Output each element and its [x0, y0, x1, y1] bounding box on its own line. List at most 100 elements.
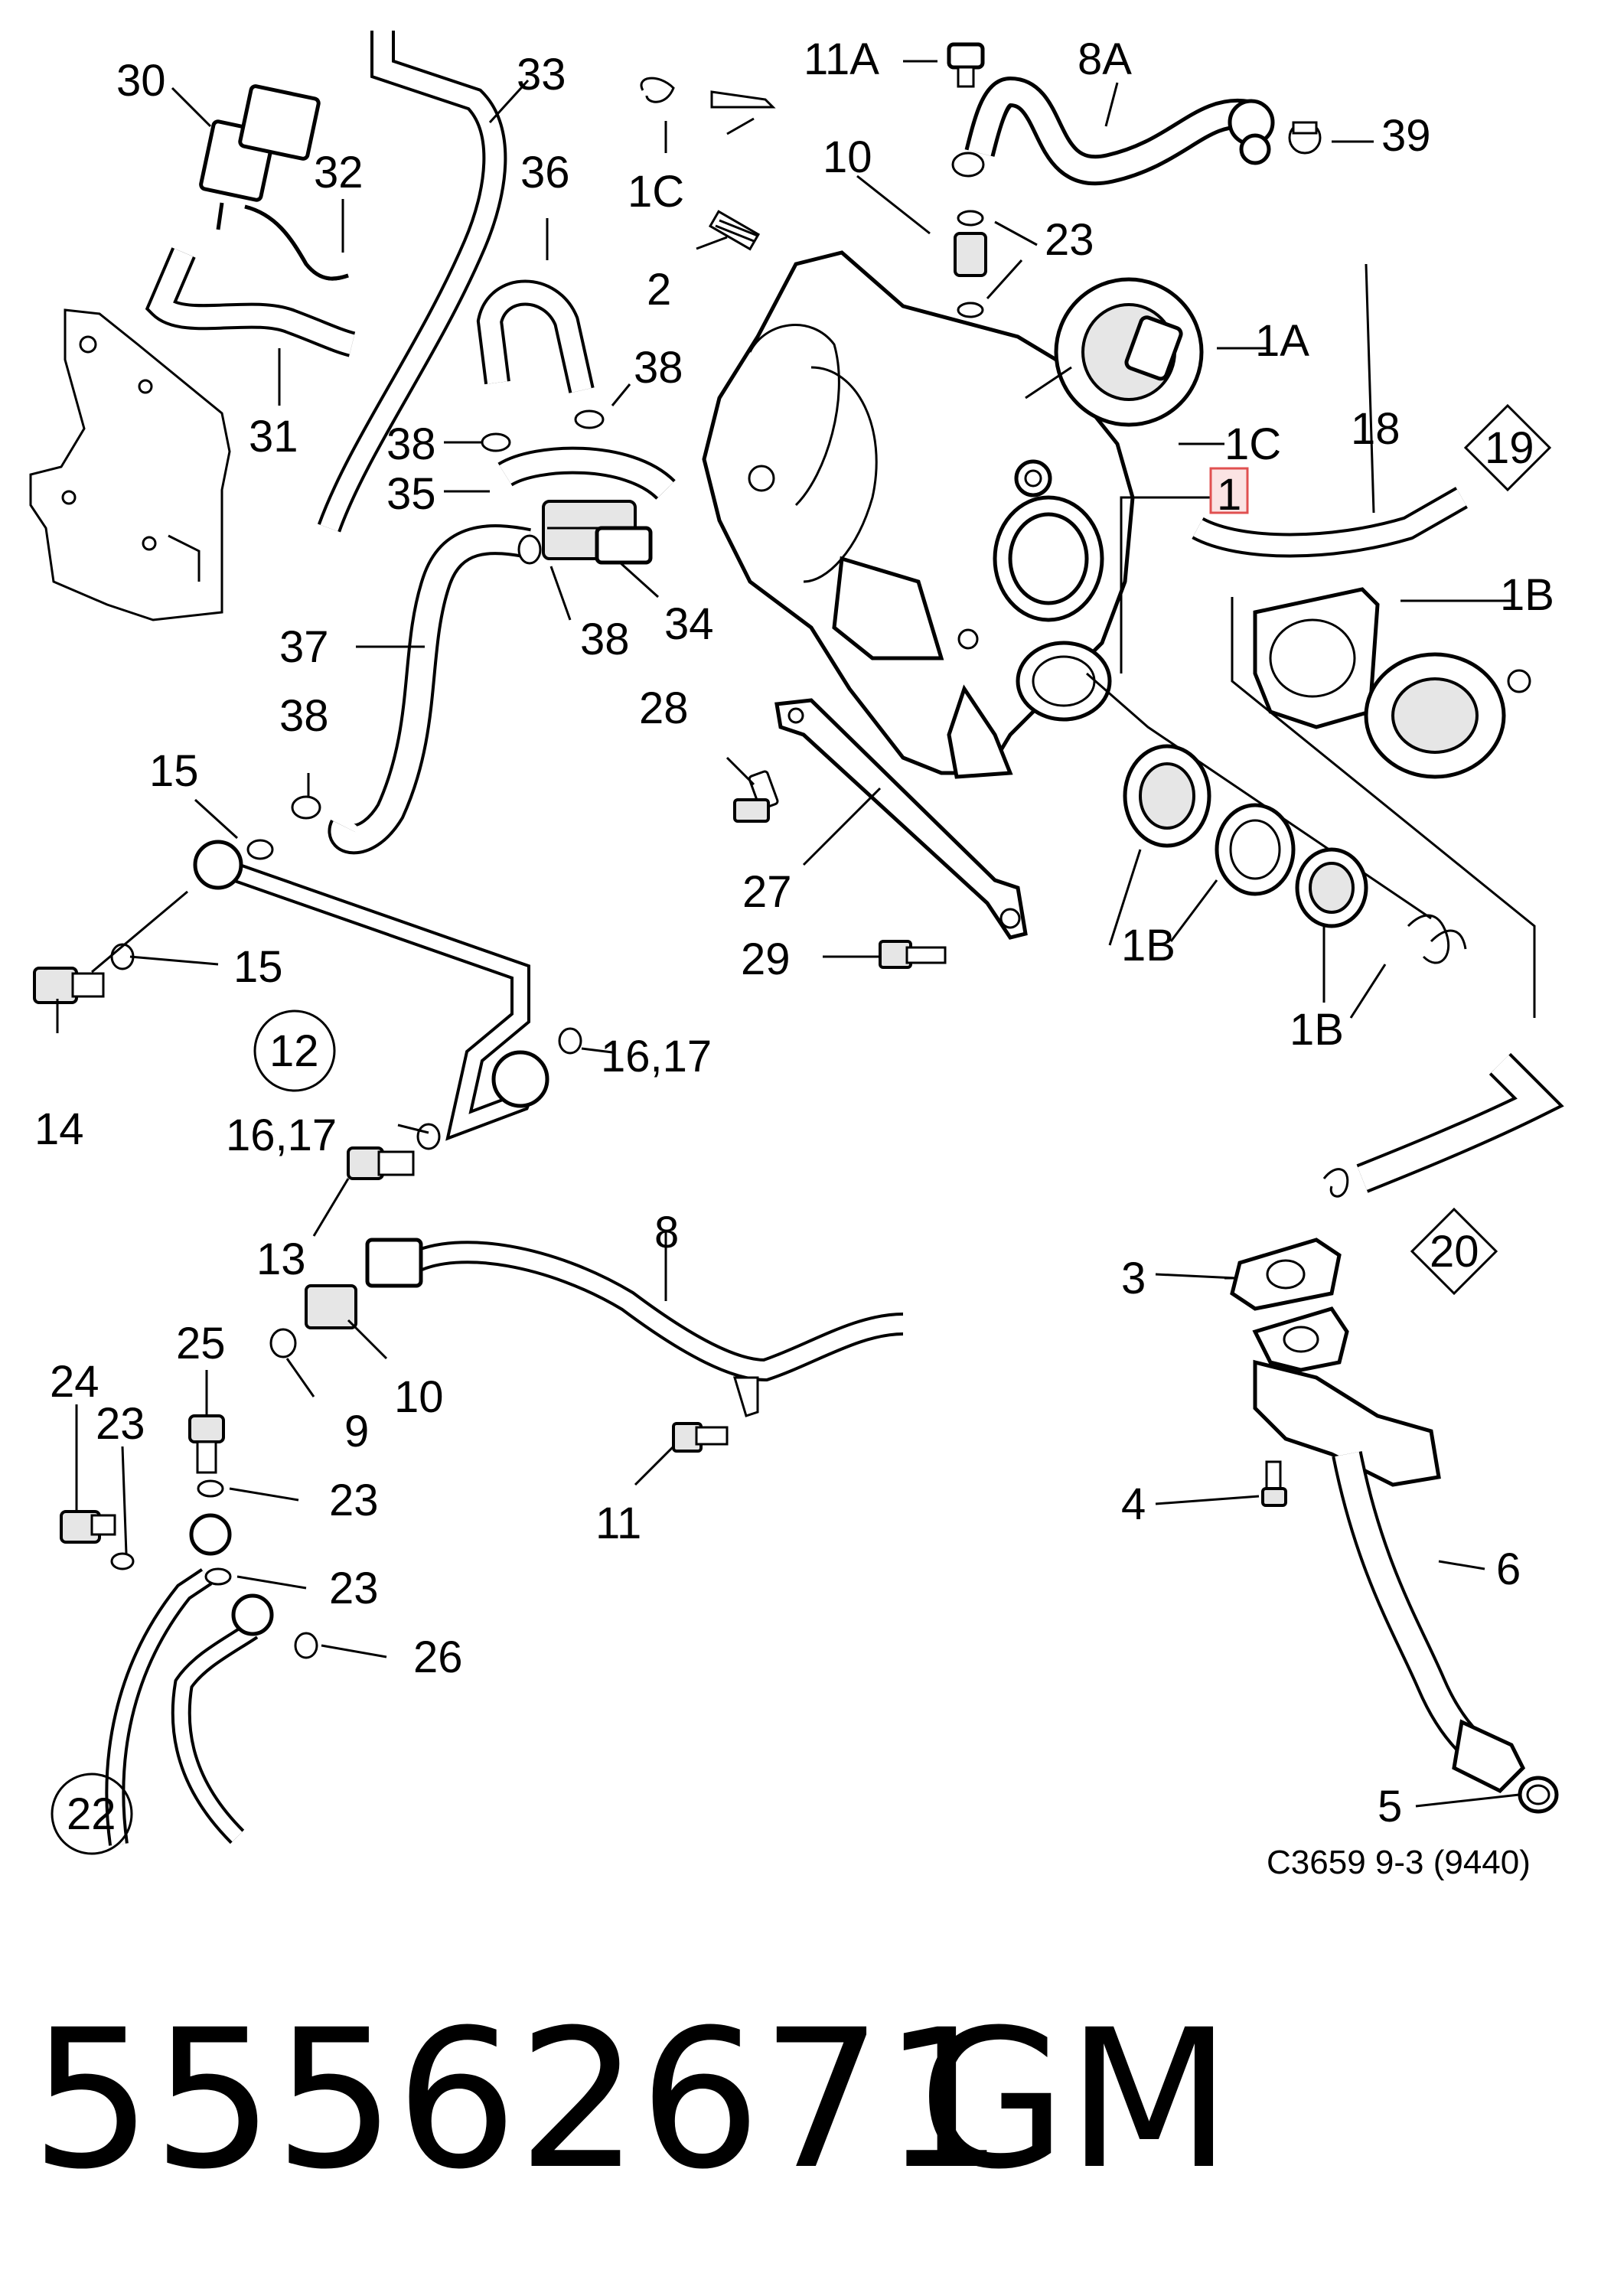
callout-23-b: 23	[96, 1399, 145, 1449]
diamond-20	[1410, 1207, 1498, 1296]
bracket-27	[774, 698, 1028, 940]
callout-9: 9	[344, 1407, 369, 1456]
oil-pipe-12	[193, 840, 549, 1141]
callout-38-d: 38	[279, 691, 329, 741]
callout-35: 35	[386, 469, 436, 519]
brand-label: GM	[918, 1988, 1231, 2211]
callout-15-a: 15	[149, 746, 199, 796]
callout-13: 13	[256, 1234, 306, 1284]
oil-pipe-22	[105, 1513, 274, 1846]
callout-24: 24	[50, 1357, 99, 1407]
callout-1c-a: 1C	[628, 167, 684, 217]
callout-1: 1	[1217, 470, 1241, 520]
callout-25: 25	[176, 1319, 226, 1368]
callout-27: 27	[742, 867, 792, 917]
wastegate-1a	[1025, 277, 1204, 427]
callout-28: 28	[639, 683, 689, 733]
oring-5	[1518, 1776, 1559, 1814]
bolt-4	[1261, 1460, 1287, 1507]
hose-37	[328, 524, 531, 855]
callout-8a: 8A	[1078, 34, 1132, 84]
bracket-plate	[29, 308, 231, 621]
callout-38-c: 38	[580, 615, 630, 664]
callout-19: 19	[1485, 423, 1534, 473]
callout-15-b: 15	[233, 942, 283, 992]
callout-31: 31	[249, 412, 298, 461]
circle-22	[51, 1773, 133, 1855]
callout-10-top: 10	[823, 132, 872, 182]
highlight-box-1	[1209, 467, 1249, 514]
gasket-3	[1230, 1238, 1342, 1311]
valve-34	[542, 500, 653, 565]
pipe-8a	[964, 76, 1275, 186]
callout-33: 33	[517, 50, 566, 99]
callout-30: 30	[116, 56, 166, 106]
circle-12	[253, 1009, 336, 1092]
callout-labels: 30 33 32 36 31 38 38 35 38 34 37 38 11A …	[34, 34, 1554, 1881]
actuator-1b	[1253, 587, 1531, 779]
hose-36	[476, 279, 595, 393]
callout-1a: 1A	[1255, 316, 1309, 366]
callout-11a: 11A	[804, 34, 879, 84]
part-number: 55562671	[31, 1988, 1004, 2211]
drain-pipe-6	[1252, 1306, 1526, 1794]
callout-3: 3	[1121, 1254, 1146, 1303]
callout-38-a: 38	[634, 343, 683, 393]
callout-2: 2	[647, 265, 671, 315]
stud-2	[708, 210, 761, 251]
reference-code: C3659 9-3 (9440)	[1267, 1844, 1531, 1881]
bolt-29	[879, 940, 947, 969]
turbocharger-1	[702, 250, 1135, 779]
callout-18: 18	[1351, 404, 1400, 454]
callout-16-17-a: 16,17	[601, 1032, 712, 1081]
oil-pipe-8	[365, 1238, 904, 1417]
solenoid-valve-30	[199, 84, 321, 230]
washers-23-26	[110, 1479, 318, 1659]
callout-1b-a: 1B	[1500, 570, 1554, 620]
callout-1b-b: 1B	[1121, 921, 1175, 970]
hose-20	[1322, 1052, 1564, 1198]
callout-5: 5	[1378, 1782, 1402, 1831]
fitting-10	[305, 1284, 357, 1329]
callout-12: 12	[269, 1026, 319, 1076]
bolt-11	[672, 1422, 729, 1453]
washer-9	[269, 1328, 297, 1358]
callout-8: 8	[654, 1208, 679, 1257]
hose-35	[497, 446, 676, 501]
orings-38	[291, 409, 605, 820]
bolt-25	[188, 1414, 225, 1474]
callout-29: 29	[741, 934, 791, 984]
callout-1b-c: 1B	[1290, 1005, 1344, 1055]
callout-39: 39	[1381, 111, 1431, 161]
hose-18	[1192, 487, 1468, 558]
callout-14: 14	[34, 1104, 84, 1154]
callout-16-17-b: 16,17	[226, 1110, 337, 1160]
callout-1c-b: 1C	[1224, 419, 1281, 469]
callout-4: 4	[1121, 1479, 1146, 1529]
callout-10: 10	[394, 1372, 444, 1422]
callout-32: 32	[314, 148, 364, 197]
callout-6: 6	[1496, 1544, 1521, 1594]
leader-lines	[56, 60, 1520, 1808]
hose-31	[145, 247, 356, 357]
callout-37: 37	[279, 622, 329, 672]
callout-36: 36	[520, 148, 570, 197]
rings-1b	[1123, 744, 1467, 964]
hose-33	[317, 31, 507, 533]
callout-20: 20	[1430, 1227, 1479, 1277]
bolt-11a	[947, 42, 985, 88]
callout-23-a: 23	[1045, 215, 1094, 265]
fitting-10-top	[951, 152, 987, 318]
bolt-14	[33, 967, 105, 1004]
callout-22: 22	[67, 1789, 116, 1839]
callout-23-c: 23	[329, 1476, 379, 1525]
callout-26: 26	[413, 1632, 463, 1682]
callout-38-b: 38	[386, 419, 436, 469]
bolt-13	[347, 1146, 415, 1180]
callout-23-d: 23	[329, 1564, 379, 1613]
callout-11: 11	[595, 1499, 641, 1548]
diamond-19	[1463, 403, 1552, 492]
clip-1c	[640, 77, 776, 109]
